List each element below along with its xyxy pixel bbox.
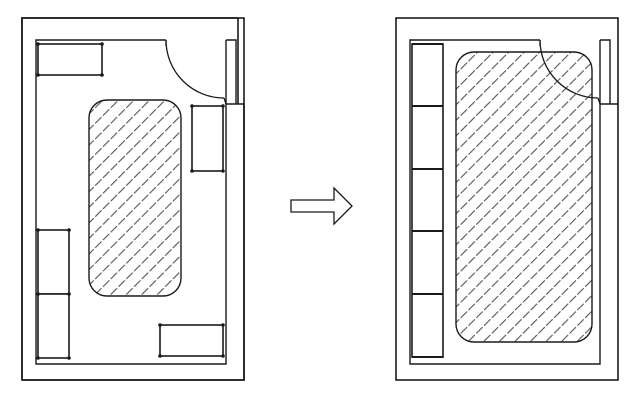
after-cabinet-column (411, 43, 444, 358)
after-door (539, 39, 601, 105)
cabinet-top-left (37, 43, 103, 76)
after-floor-plan (395, 17, 619, 381)
before-hatched-area (88, 99, 182, 297)
before-inner-wall (35, 39, 227, 365)
before-door-jamb (225, 39, 237, 104)
after-hatched-area (455, 51, 593, 343)
after-wall-outline (395, 17, 619, 381)
before-door-swing (165, 39, 225, 99)
before-floor-plan (21, 17, 245, 381)
after-door-jamb (599, 39, 618, 105)
after-door-leaf (597, 97, 601, 105)
after-inner-wall (409, 39, 601, 365)
before-door-leaf (223, 97, 227, 105)
arrow-right-icon (290, 186, 353, 226)
before-door (165, 39, 227, 105)
cabinet-right-wall (191, 105, 224, 172)
after-door-swing (539, 39, 599, 99)
cabinet-left-lower (37, 293, 70, 359)
before-wall-outline (21, 17, 245, 381)
cabinet-bottom-right (159, 324, 224, 357)
furniture-corner-dots (36, 42, 225, 360)
cabinet-left-upper (37, 229, 70, 295)
